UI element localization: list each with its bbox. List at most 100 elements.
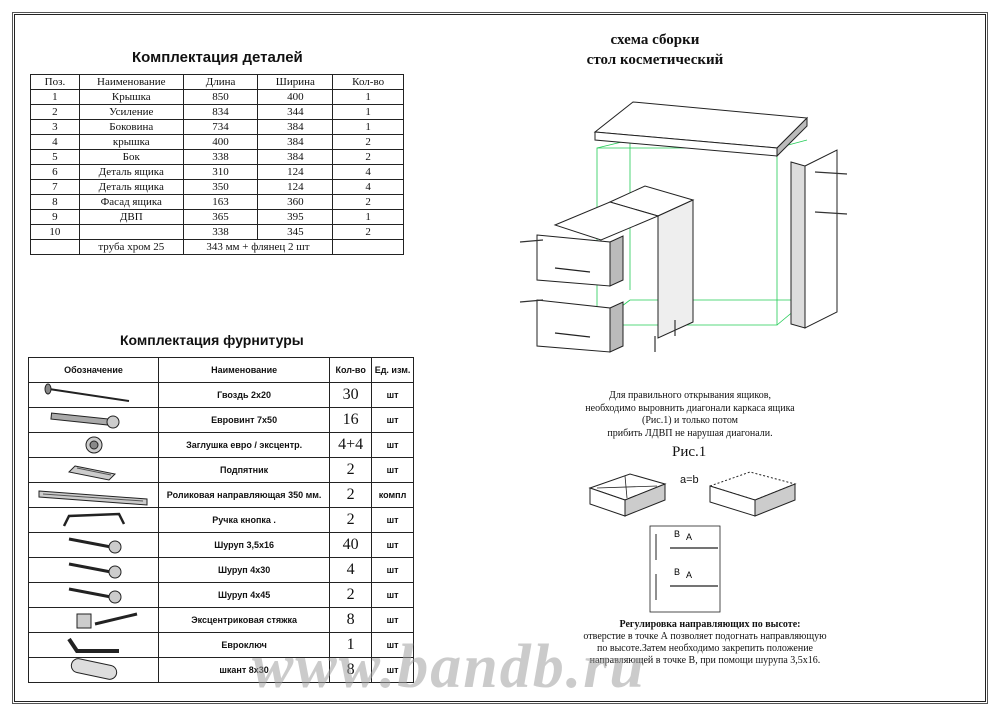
hw-qty-cell: 8 (329, 656, 373, 683)
hw-name-cell: Шуруп 4х30 (157, 556, 331, 583)
pos-cell: 5 (30, 149, 80, 165)
qty-cell: 2 (332, 224, 404, 240)
col-name: Наименование (78, 74, 184, 90)
hw-unit-cell: шт (371, 581, 414, 608)
qty-cell: 1 (332, 119, 404, 135)
pos-cell: 4 (30, 134, 80, 150)
hw-name-cell: Заглушка евро / эксцентр. (157, 431, 331, 458)
parts-title: Комплектация деталей (132, 49, 303, 66)
screws (519, 171, 848, 352)
width-cell: 400 (257, 89, 334, 105)
icon-cell (28, 531, 159, 558)
name-cell: Деталь ящика (78, 164, 184, 180)
screw-icon (69, 587, 122, 604)
hardware-title: Комплектация фурнитуры (120, 332, 304, 348)
hw-qty-cell: 2 (329, 581, 373, 608)
icon-cell (28, 606, 159, 633)
name-cell: Боковина (78, 119, 184, 135)
qty-cell: 1 (332, 104, 404, 120)
diagonal-equality-label: a=b (680, 474, 699, 486)
point-a-label: A (686, 532, 692, 542)
outer-frame (12, 12, 988, 704)
adjust-line: отверстие в точке А позволяет подогнать … (583, 631, 827, 642)
hw-name-cell: Евровинт 7х50 (157, 406, 331, 433)
length-cell: 338 (182, 149, 259, 165)
col-hw-qty: Кол-во (329, 357, 373, 383)
parts-header-row: Поз. Наименование Длина Ширина Кол-во (30, 74, 404, 90)
hw-unit-cell: шт (371, 631, 414, 658)
point-b-label: B (674, 529, 680, 539)
qty-cell: 4 (332, 164, 404, 180)
hw-unit-cell: шт (371, 431, 414, 458)
hw-name-cell: Роликовая направляющая 350 мм. (157, 481, 331, 508)
side-panel (649, 525, 721, 613)
name-cell: ДВП (78, 209, 184, 225)
scheme-title: схема сборки стол косметический (540, 30, 770, 70)
hw-qty-cell: 8 (329, 606, 373, 633)
note-line: (Рис.1) и только потом (642, 415, 738, 426)
length-cell: 365 (182, 209, 259, 225)
col-designation: Обозначение (28, 357, 159, 383)
icon-cell (28, 631, 159, 658)
hw-name-cell: Евроключ (157, 631, 331, 658)
name-cell: Деталь ящика (78, 179, 184, 195)
col-pos: Поз. (30, 74, 80, 90)
hw-unit-cell: компл (371, 481, 414, 508)
diagonal-note: Для правильного открывания ящиков,необхо… (560, 390, 820, 440)
roller-guide-icon (38, 490, 148, 506)
icon-cell (28, 456, 159, 483)
nail-icon (44, 383, 130, 402)
width-cell: 384 (257, 149, 334, 165)
name-cell: Крышка (78, 89, 184, 105)
icon-cell (28, 556, 159, 583)
hw-name-cell: Шуруп 4х45 (157, 581, 331, 608)
watermark: www.bandb.ru (252, 633, 646, 701)
length-cell: 310 (182, 164, 259, 180)
name-cell: труба хром 25 (78, 239, 184, 255)
adjust-line: по высоте.Затем необходимо закрепить пол… (597, 643, 813, 654)
length-cell: 163 (182, 194, 259, 210)
hw-name-cell: шкант 8х30 (157, 656, 331, 683)
hw-unit-cell: шт (371, 606, 414, 633)
adjust-title: Регулировка направляющих по высоте: (619, 619, 801, 630)
note-line: прибить ЛДВП не нарушая диагонали. (607, 427, 773, 439)
length-cell: 338 (182, 224, 259, 240)
width-cell: 344 (257, 104, 334, 120)
hw-name-cell: Шуруп 3,5х16 (157, 531, 331, 558)
col-width: Ширина (257, 74, 334, 90)
hw-unit-cell: шт (371, 531, 414, 558)
right-side-panel (790, 149, 838, 329)
point-b-label-2: B (674, 567, 680, 577)
pos-cell: 1 (30, 89, 80, 105)
extra-value-cell: 343 мм + флянец 2 шт (182, 239, 334, 255)
hw-name-cell: Гвоздь 2х20 (157, 381, 331, 408)
inner-frame (14, 14, 986, 702)
qty-cell: 1 (332, 89, 404, 105)
pos-cell: 7 (30, 179, 80, 195)
assembly-diagram (519, 101, 848, 353)
adjust-line: направляющей в точке В, при помощи шуруп… (589, 655, 821, 666)
width-cell: 384 (257, 119, 334, 135)
col-qty: Кол-во (332, 74, 404, 90)
hw-qty-cell: 4+4 (329, 431, 373, 458)
hardware-table: Обозначение Наименование Кол-во Ед. изм.… (28, 357, 414, 683)
hw-qty-cell: 1 (329, 631, 373, 658)
pos-cell: 3 (30, 119, 80, 135)
icon-cell (28, 406, 159, 433)
hw-qty-cell: 40 (329, 531, 373, 558)
length-cell: 734 (182, 119, 259, 135)
qty-cell: 2 (332, 194, 404, 210)
